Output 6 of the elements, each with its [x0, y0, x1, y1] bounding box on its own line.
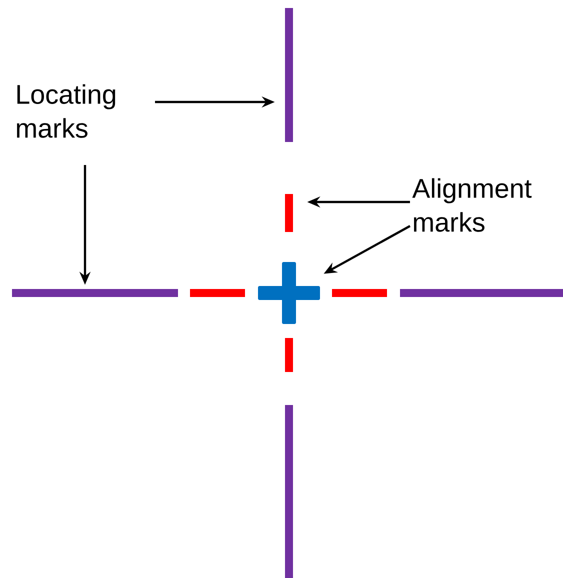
label-text: Locating marks: [16, 84, 116, 138]
mark-segment: [285, 8, 293, 142]
label-text: Alignment marks: [412, 178, 532, 232]
mark-segment: [12, 289, 178, 297]
mark-segment: [285, 194, 293, 232]
cross-mark: [258, 262, 320, 324]
